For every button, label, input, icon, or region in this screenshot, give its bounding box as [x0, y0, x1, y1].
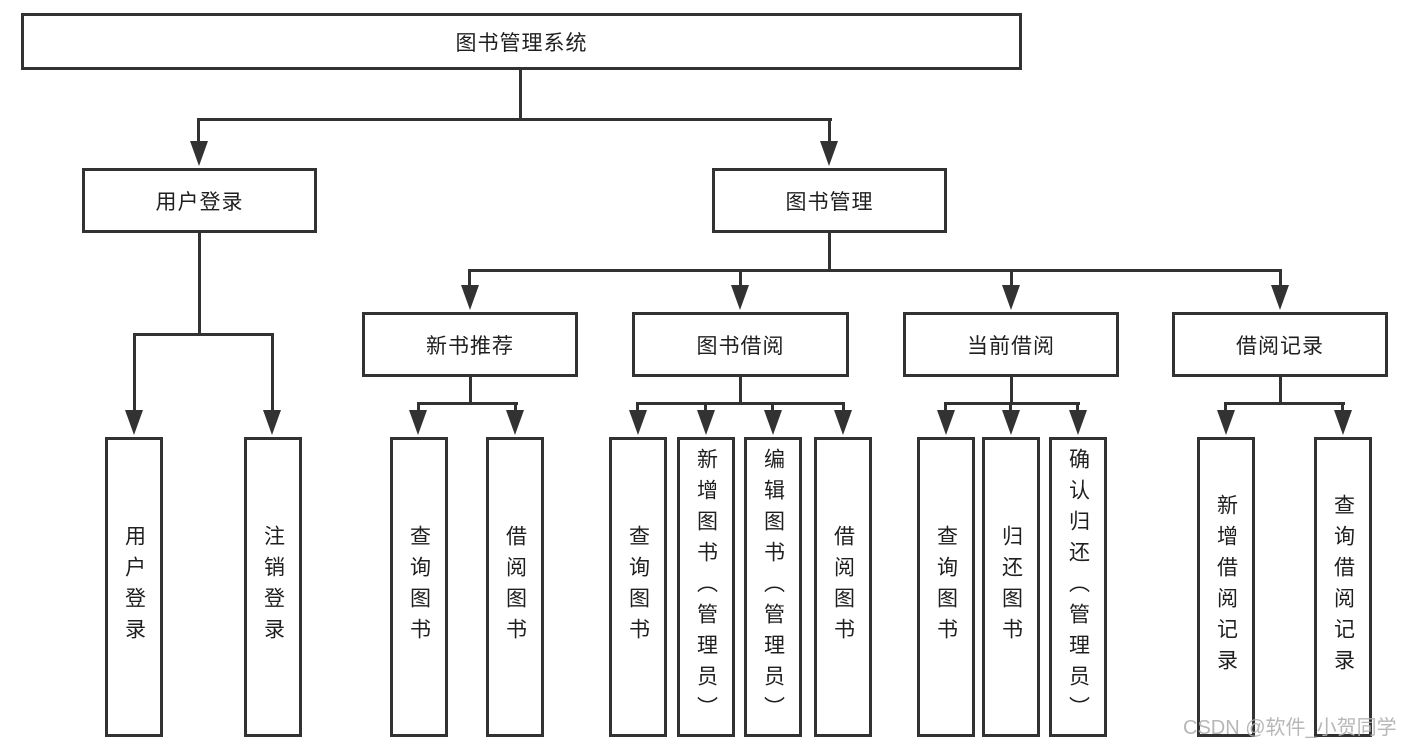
node-label: 归还图书	[999, 525, 1023, 649]
edge-user-login-rail	[133, 333, 274, 336]
node-label: 新书推荐	[426, 334, 514, 358]
node-new-book-recommend: 新书推荐	[362, 312, 578, 377]
edge-br-rail	[1224, 402, 1345, 405]
arrowhead-icon	[1217, 410, 1235, 435]
node-label: 当前借阅	[967, 334, 1055, 358]
leaf-query-borrow-record: 查询借阅记录	[1314, 437, 1372, 737]
arrowhead-icon	[1002, 285, 1020, 310]
node-label: 借阅图书	[831, 525, 855, 649]
edge-br-stem	[1279, 377, 1282, 404]
node-label: 借阅记录	[1236, 334, 1324, 358]
leaf-edit-books-admin: 编辑图书（管理员）	[744, 437, 802, 737]
node-label: 查询图书	[934, 525, 958, 649]
edge-book-mgmt-drop	[468, 269, 471, 289]
arrowhead-icon	[1002, 410, 1020, 435]
edge-root-rail	[197, 118, 832, 121]
leaf-confirm-return-admin: 确认归还（管理员）	[1049, 437, 1107, 737]
node-label: 图书借阅	[696, 334, 785, 358]
arrowhead-icon	[834, 410, 852, 435]
node-label: 用户登录	[155, 190, 244, 214]
arrowhead-icon	[1069, 410, 1087, 435]
arrowhead-icon	[731, 285, 749, 310]
edge-book-mgmt-drop	[1010, 269, 1013, 289]
node-label: 查询借阅记录	[1331, 494, 1355, 680]
node-label: 确认归还（管理员）	[1066, 447, 1090, 727]
csdn-watermark: CSDN @软件_小贺同学	[1183, 717, 1397, 739]
arrowhead-icon	[263, 410, 281, 435]
arrowhead-icon	[629, 410, 647, 435]
node-label: 用户登录	[122, 525, 146, 649]
edge-cb-rail	[944, 402, 1080, 405]
arrowhead-icon	[190, 141, 208, 166]
arrowhead-icon	[1271, 285, 1289, 310]
node-label: 新增图书（管理员）	[694, 447, 718, 727]
arrowhead-icon	[461, 285, 479, 310]
arrowhead-icon	[409, 410, 427, 435]
leaf-logout: 注销登录	[244, 437, 302, 737]
node-label: 图书管理系统	[455, 31, 588, 55]
leaf-return-books: 归还图书	[982, 437, 1040, 737]
node-current-borrowing: 当前借阅	[903, 312, 1119, 377]
leaf-user-login: 用户登录	[105, 437, 163, 737]
edge-user-login-stem	[198, 233, 201, 336]
arrowhead-icon	[697, 410, 715, 435]
node-library-management-system: 图书管理系统	[21, 13, 1022, 70]
arrowhead-icon	[506, 410, 524, 435]
arrowhead-icon	[764, 410, 782, 435]
leaf-query-books-current: 查询图书	[917, 437, 975, 737]
node-label: 查询图书	[407, 525, 431, 649]
arrowhead-icon	[820, 141, 838, 166]
leaf-borrow-books-recommend: 借阅图书	[486, 437, 544, 737]
edge-user-login-drop	[133, 333, 136, 413]
leaf-add-borrow-record: 新增借阅记录	[1197, 437, 1255, 737]
edge-root-drop-right	[828, 118, 831, 146]
edge-book-mgmt-stem	[828, 233, 831, 272]
node-book-management: 图书管理	[712, 168, 947, 233]
node-label: 查询图书	[626, 525, 650, 649]
edge-user-login-drop	[271, 333, 274, 413]
edge-cb-stem	[1010, 377, 1013, 404]
node-user-login: 用户登录	[82, 168, 317, 233]
arrowhead-icon	[125, 410, 143, 435]
node-label: 新增借阅记录	[1214, 494, 1238, 680]
leaf-add-books-admin: 新增图书（管理员）	[677, 437, 735, 737]
node-label: 图书管理	[785, 190, 874, 214]
edge-bb-rail	[636, 402, 845, 405]
edge-bb-stem	[739, 377, 742, 404]
node-book-borrowing: 图书借阅	[632, 312, 849, 377]
edge-book-mgmt-drop	[1279, 269, 1282, 289]
leaf-query-books-borrowing: 查询图书	[609, 437, 667, 737]
leaf-borrow-books: 借阅图书	[814, 437, 872, 737]
node-label: 借阅图书	[503, 525, 527, 649]
node-label: 注销登录	[261, 525, 285, 649]
arrowhead-icon	[1334, 410, 1352, 435]
edge-book-mgmt-rail	[468, 269, 1282, 272]
edge-book-mgmt-drop	[739, 269, 742, 289]
node-borrowing-records: 借阅记录	[1172, 312, 1388, 377]
edge-root-drop-left	[197, 118, 200, 146]
edge-root-stem	[519, 70, 522, 120]
leaf-query-books-recommend: 查询图书	[390, 437, 448, 737]
arrowhead-icon	[937, 410, 955, 435]
edge-nbr-stem	[469, 377, 472, 404]
node-label: 编辑图书（管理员）	[761, 447, 785, 727]
edge-nbr-rail	[417, 402, 518, 405]
